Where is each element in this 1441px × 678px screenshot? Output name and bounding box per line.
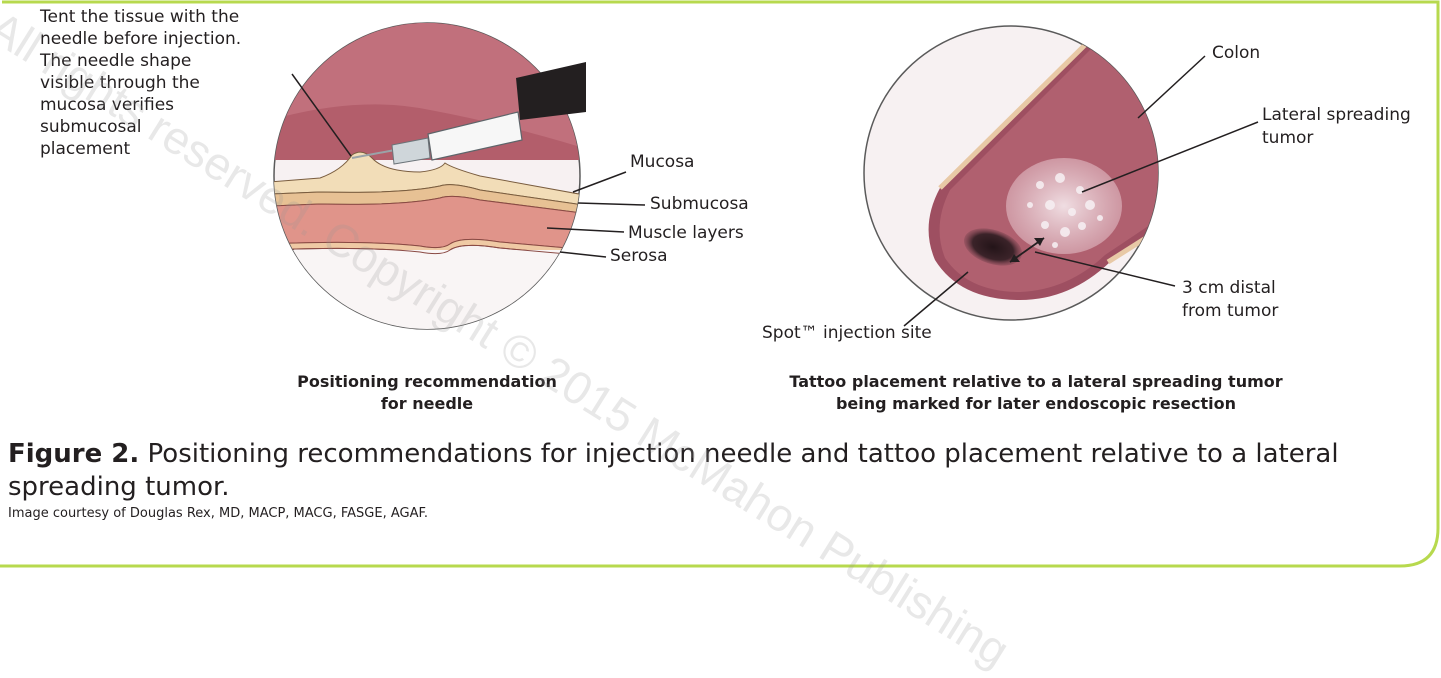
mucosa-label: Mucosa <box>630 151 694 173</box>
serosa-label: Serosa <box>610 245 668 267</box>
annotation-line: mucosa verifies <box>40 94 241 116</box>
image-credit: Image courtesy of Douglas Rex, MD, MACP,… <box>8 506 428 521</box>
figure-caption: Figure 2. Positioning recommendations fo… <box>8 438 1428 504</box>
distance-label-line1: 3 cm distal <box>1182 277 1276 299</box>
spot-injection-label: Spot™ injection site <box>762 322 932 344</box>
left-subcaption-line1: Positioning recommendation <box>222 371 632 393</box>
right-subcaption-line1: Tattoo placement relative to a lateral s… <box>736 371 1336 393</box>
submucosa-label: Submucosa <box>650 193 749 215</box>
annotation-line: submucosal <box>40 116 241 138</box>
right-subcaption: Tattoo placement relative to a lateral s… <box>736 371 1336 415</box>
colon-label: Colon <box>1212 42 1260 64</box>
distance-label-line2: from tumor <box>1182 300 1278 322</box>
muscle-layers-label: Muscle layers <box>628 222 744 244</box>
lateral-spreading-tumor <box>1006 158 1122 254</box>
needle-annotation: Tent the tissue with the needle before i… <box>40 6 241 160</box>
annotation-line: Tent the tissue with the <box>40 6 241 28</box>
tumor-label-line1: Lateral spreading <box>1262 104 1411 126</box>
left-subcaption: Positioning recommendation for needle <box>222 371 632 415</box>
annotation-line: visible through the <box>40 72 241 94</box>
needle-positioning-illustration <box>270 20 590 340</box>
tumor-label-line2: tumor <box>1262 127 1313 149</box>
figure-caption-text: Positioning recommendations for injectio… <box>8 439 1339 502</box>
colon-illustration <box>864 26 1190 320</box>
annotation-line: The needle shape <box>40 50 241 72</box>
left-subcaption-line2: for needle <box>222 393 632 415</box>
annotation-line: needle before injection. <box>40 28 241 50</box>
annotation-line: placement <box>40 138 241 160</box>
figure-label: Figure 2. <box>8 439 139 469</box>
right-subcaption-line2: being marked for later endoscopic resect… <box>736 393 1336 415</box>
